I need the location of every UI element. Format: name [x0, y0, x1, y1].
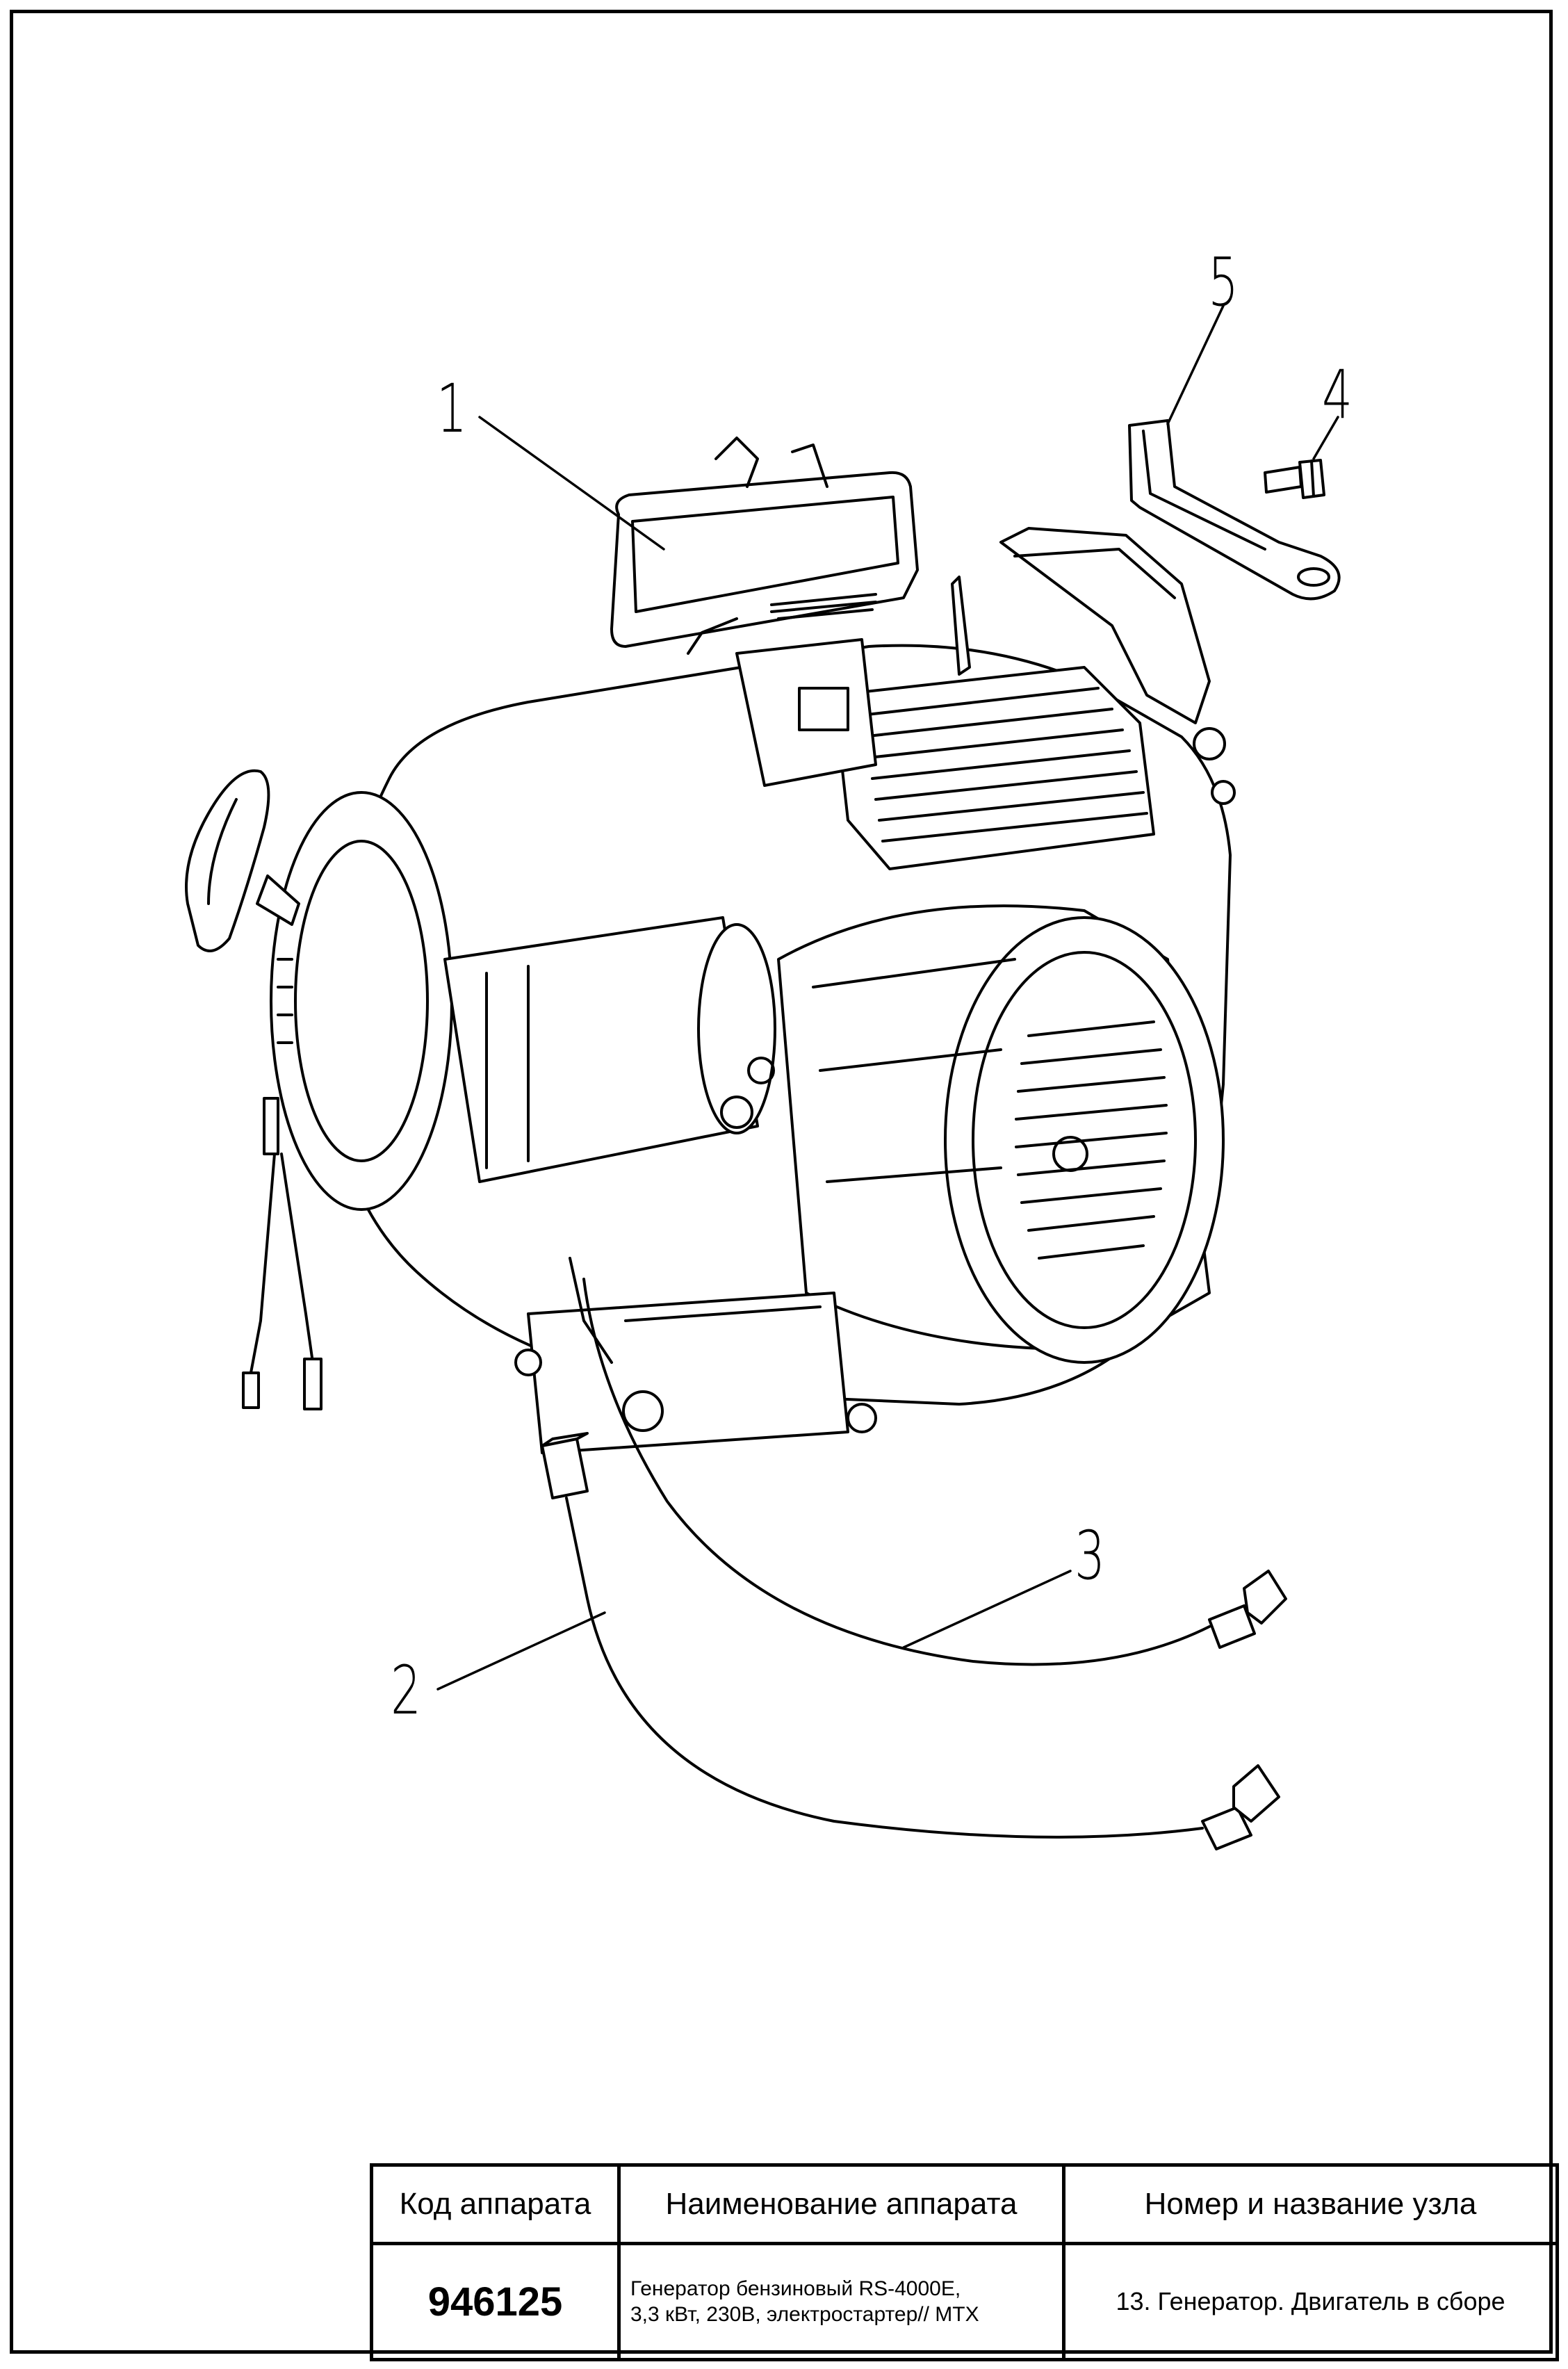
alternator-housing: [777, 904, 1225, 1364]
device-name-line-2: 3,3 кВт, 230В, электростартер// MTX: [630, 2303, 979, 2326]
callout-2: 2: [391, 1652, 421, 1729]
unit-name: 13. Генератор. Двигатель в сборе: [1062, 2242, 1559, 2361]
title-block: Код аппарата Наименование аппарата Номер…: [370, 2163, 1559, 2361]
leader-lines: [436, 304, 1339, 1691]
electric-starter-motor: [443, 916, 776, 1183]
title-block-value-row: 946125 Генератор бензиновый RS-4000E, 3,…: [370, 2242, 1559, 2361]
exploded-view-drawing: [185, 304, 1341, 1850]
part-2-cable: [541, 1432, 1280, 1850]
part-5-bracket: [1128, 419, 1341, 601]
part-3-cable: [582, 1278, 1287, 1666]
device-code: 946125: [370, 2242, 621, 2361]
callout-4: 4: [1322, 356, 1353, 434]
callout-1: 1: [436, 370, 467, 448]
device-name: Генератор бензиновый RS-4000E, 3,3 кВт, …: [617, 2242, 1065, 2361]
code-header: Код аппарата: [370, 2163, 621, 2245]
engine-assembly: [185, 437, 1236, 1454]
callout-3: 3: [1075, 1517, 1105, 1595]
part-4-bolt: [1264, 459, 1325, 499]
device-name-line-1: Генератор бензиновый RS-4000E,: [630, 2277, 961, 2300]
callout-5: 5: [1208, 243, 1239, 321]
title-block-header-row: Код аппарата Наименование аппарата Номер…: [370, 2163, 1559, 2245]
name-header: Наименование аппарата: [617, 2163, 1065, 2245]
unit-header: Номер и название узла: [1062, 2163, 1559, 2245]
cylinder-fins: [833, 666, 1155, 870]
